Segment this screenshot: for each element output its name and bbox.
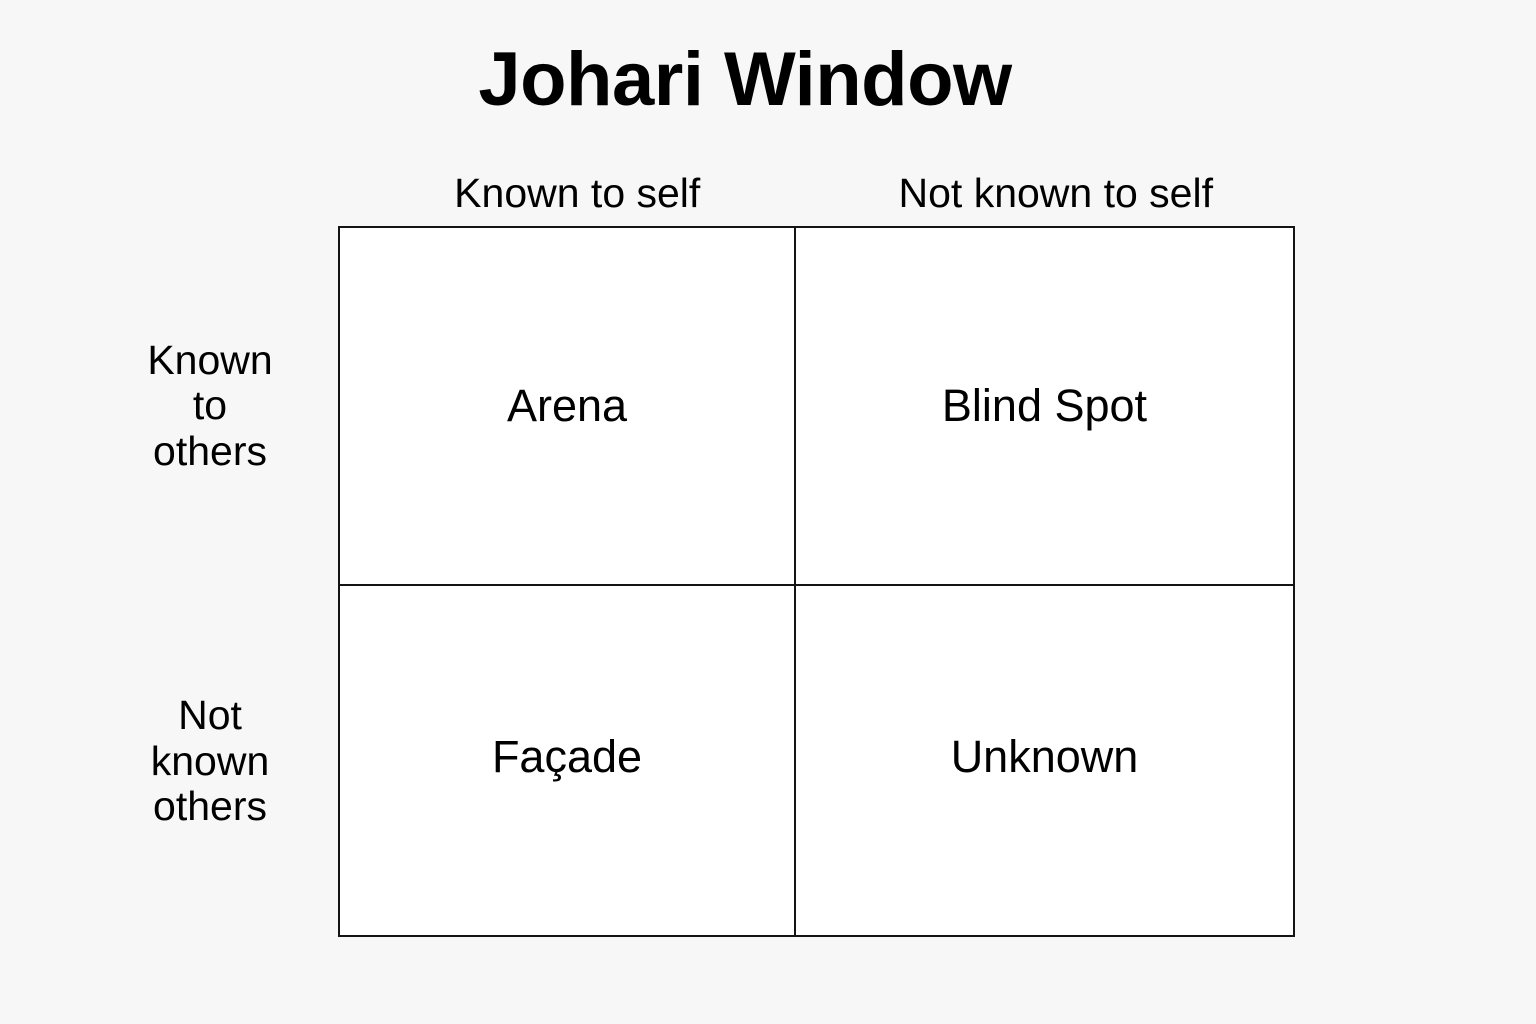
quadrant-label: Arena	[506, 379, 628, 431]
row-header-label-line: to	[192, 382, 228, 429]
row-header-not-known-others: Not known others	[96, 586, 324, 937]
quadrant-label: Façade	[491, 731, 643, 782]
row-header-label-line: others	[153, 427, 267, 474]
row-header-label-line: known	[150, 737, 270, 784]
column-header-known-to-self: Known to self	[338, 166, 817, 220]
quadrant-facade[interactable]: Façade	[340, 586, 796, 935]
quadrant-label: Blind Spot	[941, 379, 1148, 431]
quadrant-arena[interactable]: Arena	[340, 228, 796, 586]
column-header-label: Not known to self	[898, 169, 1214, 216]
page-title: Johari Window	[478, 37, 1012, 122]
quadrant-label: Unknown	[950, 731, 1139, 782]
quadrant-unknown[interactable]: Unknown	[796, 586, 1293, 935]
row-header-label-line: others	[153, 783, 267, 830]
row-header-label-line: Not	[178, 692, 242, 739]
column-header-not-known-to-self: Not known to self	[817, 166, 1296, 220]
quadrant-blind-spot[interactable]: Blind Spot	[796, 228, 1293, 586]
column-header-label: Known to self	[454, 169, 701, 216]
row-header-label-line: Known	[147, 336, 273, 383]
column-header-row: Known to self Not known to self	[338, 166, 1295, 220]
johari-window-grid: Arena Blind Spot Façade Unknown	[338, 226, 1295, 937]
row-header-column: Known to others Not known others	[96, 226, 324, 937]
row-header-known-to-others: Known to others	[96, 226, 324, 586]
